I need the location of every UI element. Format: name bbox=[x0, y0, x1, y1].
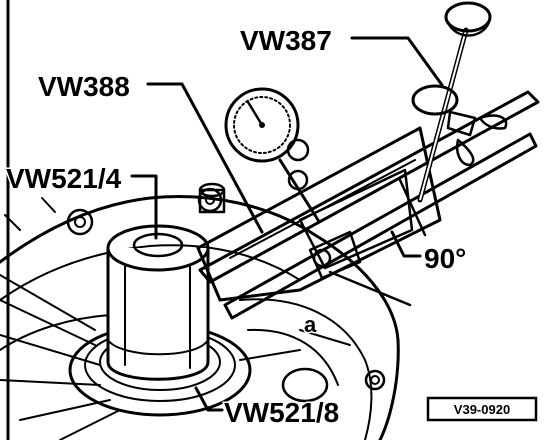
label-vw521-8: VW521/8 bbox=[224, 397, 339, 428]
thrust-piece-vw521-4 bbox=[106, 224, 210, 381]
leader-angle bbox=[390, 230, 422, 258]
label-vw521-4: VW521/4 bbox=[6, 163, 122, 194]
differential-housing bbox=[0, 187, 400, 440]
leader-vw521-8 bbox=[194, 386, 224, 412]
gauge-holder-vw388 bbox=[196, 126, 442, 302]
leader-vw388 bbox=[146, 82, 264, 234]
dial-gauge bbox=[224, 87, 320, 222]
reference-code-box: V39-0920 bbox=[426, 396, 538, 422]
label-vw388: VW388 bbox=[38, 71, 130, 102]
leader-vw387 bbox=[350, 36, 444, 87]
label-angle: 90° bbox=[424, 243, 466, 274]
leader-lines bbox=[130, 36, 444, 412]
setting-bar-vw387 bbox=[198, 90, 540, 320]
label-point-a: a bbox=[304, 312, 317, 337]
adjusting-knob bbox=[198, 182, 226, 214]
right-angle-marker bbox=[328, 178, 427, 307]
reference-code: V39-0920 bbox=[454, 402, 510, 417]
leader-vw521-4 bbox=[130, 174, 158, 240]
label-vw387: VW387 bbox=[240, 25, 332, 56]
vertical-rod-assembly bbox=[411, 1, 508, 203]
